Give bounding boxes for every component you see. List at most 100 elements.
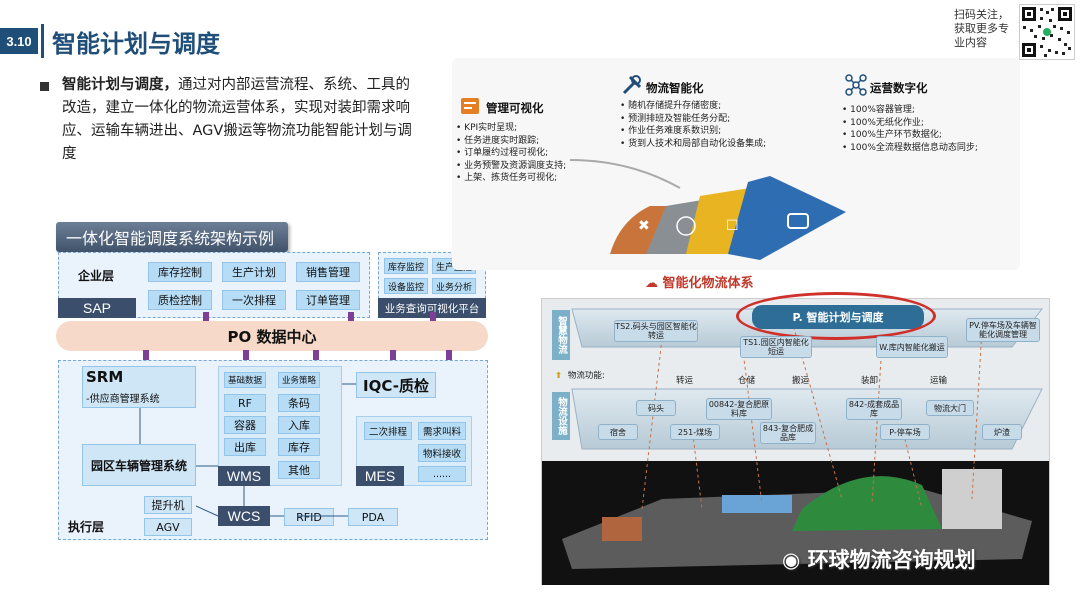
map-tag-logistics-gate: 物流大门	[926, 400, 974, 416]
execution-layer-label: 执行层	[68, 520, 105, 534]
map-tag-dock-transfer: TS2.码头与园区智能化转运	[614, 320, 698, 342]
list-item: • 100%生产环节数据化;	[842, 130, 942, 141]
link-arrow-icon	[143, 350, 149, 366]
list-item: • 预测排班及智能任务分配;	[620, 113, 731, 124]
hoist-box: 提升机	[144, 496, 192, 514]
function-loading: 装卸	[861, 376, 879, 386]
management-visualization-title: 管理可视化	[486, 101, 544, 115]
enterprise-cell-production-plan: 生产计划	[222, 262, 286, 282]
wms-label: WMS	[218, 466, 270, 486]
sap-box: SAP	[58, 298, 136, 318]
document-icon: ☐	[726, 218, 739, 234]
map-tag-dormitory: 宿舍	[598, 424, 638, 440]
map-tag-parking-dispatch: PV.停车场及车辆智能化调度管理	[966, 318, 1040, 342]
chevron-stage-2	[646, 200, 702, 254]
curved-arrow-icon	[569, 159, 681, 189]
monitor-cell-inventory: 库存监控	[384, 258, 428, 274]
wms-cell-other: 其他	[278, 461, 320, 479]
map-tag-fertilizer-raw-warehouse: 00842-复合肥原料库	[706, 398, 772, 420]
function-transfer: 转运	[676, 376, 694, 386]
list-item: • 业务预警及资源调度支持;	[456, 160, 567, 171]
list-item: • 100%全流程数据信息动态同步;	[842, 142, 978, 153]
map-tag-coal-yard: 251-煤场	[670, 424, 720, 440]
wms-cell-inbound: 入库	[278, 416, 320, 434]
architecture-title: 一体化智能调度系统架构示例	[56, 222, 288, 252]
list-item: • 作业任务难度系数识别;	[620, 126, 722, 137]
map-tag-finished-warehouse-843: 843-复合肥成品库	[760, 422, 816, 444]
enterprise-cell-first-scheduling: 一次排程	[222, 290, 286, 310]
rfid-box: RFID	[284, 508, 334, 526]
wrench-icon: ✖	[638, 218, 650, 234]
iqc-box: IQC-质检	[356, 372, 436, 398]
bullet-body: 通过对内部运营流程、系统、工具的改造，建立一体化的物流运营体系，实现对装卸需求响…	[62, 77, 412, 162]
function-storage: 仓储	[738, 376, 756, 386]
list-item: • 上架、拣货任务可视化;	[456, 173, 558, 184]
link-arrow-icon	[243, 350, 249, 366]
monitor-platform-label: 业务查询可视化平台	[378, 298, 486, 318]
mes-cell-more: ......	[418, 466, 466, 482]
architecture-connectors	[139, 383, 356, 517]
wms-cell-container: 容器	[224, 416, 266, 434]
function-label: ⬆ 物流功能:	[555, 369, 605, 381]
bullet-bold-lead: 智能计划与调度，	[62, 77, 178, 93]
enterprise-cell-inventory-control: 库存控制	[148, 262, 212, 282]
watermark: ◉ 环球物流咨询规划	[782, 544, 976, 574]
dashboard-icon	[460, 97, 480, 119]
enterprise-cell-order-management: 订单管理	[296, 290, 360, 310]
link-arrow-icon	[390, 350, 396, 366]
wms-cell-stock: 库存	[278, 438, 320, 456]
wms-cell-basic-data: 基础数据	[224, 372, 266, 388]
link-arrow-icon	[430, 312, 436, 326]
wcs-box: WCS	[218, 506, 270, 526]
qr-code-icon[interactable]	[1019, 4, 1075, 60]
wms-cell-rf: RF	[224, 394, 266, 412]
wechat-icon: ◉	[782, 548, 801, 572]
watermark-text: 环球物流咨询规划	[807, 548, 976, 572]
gear-icon	[676, 216, 696, 236]
wms-cell-outbound: 出库	[224, 438, 266, 456]
park-vehicle-system: 园区车辆管理系统	[82, 444, 196, 486]
function-handling: 搬运	[792, 376, 810, 386]
tools-icon	[621, 74, 643, 100]
smart-logistics-side-label: 智慧物流	[552, 310, 570, 360]
function-label-text: 物流功能:	[567, 371, 605, 381]
qr-caption: 扫码关注，获取更多专业内容	[954, 8, 1009, 49]
map-tag-park-short-haul: TS1.园区内智能化短运	[740, 336, 812, 358]
map-tag-warehouse-handling: W.库内智能化搬运	[876, 336, 948, 358]
link-arrow-icon	[203, 312, 209, 326]
list-item: • 任务进度实时跟踪;	[456, 135, 540, 146]
operations-digitization-title: 运营数字化	[870, 81, 928, 95]
enterprise-cell-quality-control: 质检控制	[148, 290, 212, 310]
list-item: • 订单履约过程可视化;	[456, 148, 549, 159]
monitor-cell-equipment: 设备监控	[384, 278, 428, 294]
mes-cell-material-receive: 物料接收	[418, 444, 466, 462]
list-item: • 随机存储提升存储密度;	[620, 101, 722, 111]
mes-cell-second-scheduling: 二次排程	[364, 422, 412, 440]
pda-box: PDA	[348, 508, 398, 526]
enterprise-layer-label: 企业层	[78, 269, 115, 283]
srm-box	[82, 366, 196, 408]
operations-digitization-list: • 100%容器管理; • 100%无纸化作业; • 100%生产环节数据化; …	[842, 104, 978, 154]
logistics-system-name: ☁ 智能化物流体系	[645, 272, 754, 291]
page-title: 智能计划与调度	[52, 30, 220, 58]
cloud-icon: ☁	[645, 276, 658, 291]
po-data-center: PO 数据中心	[56, 321, 488, 351]
map-tag-finished-warehouse-842: 842-成套成品库	[846, 398, 902, 420]
bullet-marker	[40, 82, 49, 91]
logistics-intelligence-list: • 随机存储提升存储密度; • 预测排班及智能任务分配; • 作业任务难度系数识…	[620, 100, 766, 150]
logistics-facilities-side-label: 物流设施	[552, 392, 570, 440]
list-item: • 100%无纸化作业;	[842, 117, 924, 128]
agv-box: AGV	[144, 518, 192, 536]
mes-label: MES	[356, 466, 404, 486]
link-arrow-icon	[313, 350, 319, 366]
wms-cell-strategy: 业务策略	[278, 372, 320, 388]
srm-title: SRM	[86, 368, 124, 386]
link-arrow-icon	[348, 312, 354, 326]
monitor-cell-analysis: 业务分析	[432, 278, 476, 294]
truck-icon	[787, 213, 809, 229]
highlight-ellipse	[736, 292, 936, 340]
section-number-badge: 3.10	[0, 28, 38, 54]
logistics-intelligence-title: 物流智能化	[646, 81, 704, 95]
list-item: • 100%容器管理;	[842, 105, 915, 115]
bullet-paragraph: 智能计划与调度，通过对内部运营流程、系统、工具的改造，建立一体化的物流运营体系，…	[62, 74, 422, 166]
